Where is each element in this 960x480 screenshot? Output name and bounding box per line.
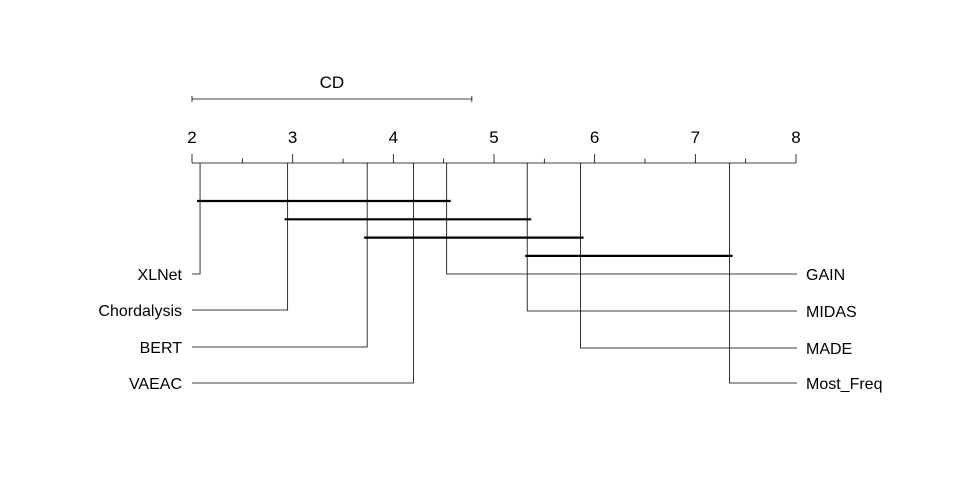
tick-label: 8 (791, 128, 800, 147)
tick-label: 6 (590, 128, 599, 147)
method-connector (729, 163, 797, 384)
method-connector (192, 163, 289, 311)
method-label: MIDAS (806, 304, 857, 321)
method-label: VAEAC (129, 376, 182, 393)
method-label: BERT (140, 340, 183, 357)
method-label: Most_Freq (806, 376, 882, 393)
method-connector (192, 163, 368, 348)
method-label: GAIN (806, 267, 845, 284)
method-connector (192, 163, 414, 384)
cd-label: CD (320, 73, 345, 92)
method-label: MADE (806, 341, 852, 358)
method-connector (580, 163, 797, 349)
tick-label: 7 (691, 128, 700, 147)
method-label: Chordalysis (98, 303, 182, 320)
tick-label: 2 (187, 128, 196, 147)
method-connector (192, 163, 201, 275)
method-label: XLNet (138, 267, 183, 284)
tick-label: 4 (389, 128, 398, 147)
tick-label: 5 (489, 128, 498, 147)
tick-label: 3 (288, 128, 297, 147)
method-connector (526, 163, 797, 312)
